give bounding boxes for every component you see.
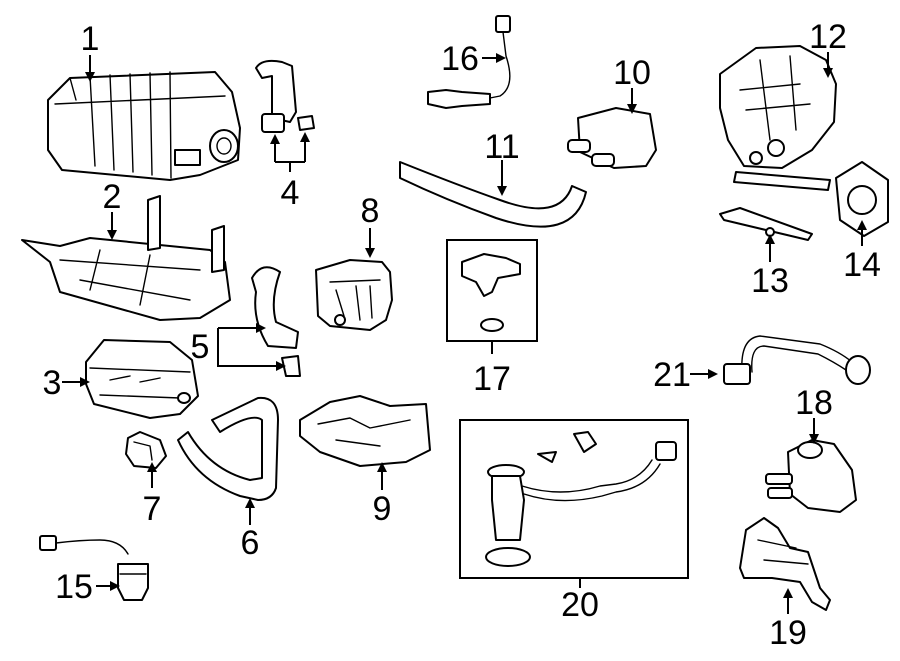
part-20-pump[interactable]	[485, 431, 677, 567]
part-17-sensor[interactable]	[461, 253, 521, 332]
callout-10: 10	[613, 54, 651, 92]
callout-4: 4	[281, 174, 300, 212]
part-6-hose[interactable]	[177, 396, 279, 501]
callout-13: 13	[751, 262, 789, 300]
callout-9: 9	[373, 490, 392, 528]
callout-11: 11	[484, 128, 519, 166]
part-3-canister-lower[interactable]	[85, 339, 199, 419]
part-9-heat-shield[interactable]	[299, 395, 431, 467]
callout-14: 14	[843, 246, 881, 284]
part-18-solenoid[interactable]	[765, 439, 857, 513]
callout-6: 6	[241, 524, 260, 562]
callout-19: 19	[769, 614, 807, 652]
callout-7: 7	[143, 490, 162, 528]
callout-21: 21	[653, 356, 691, 394]
callout-16: 16	[441, 40, 479, 78]
part-4-hose[interactable]	[255, 59, 315, 133]
callout-15: 15	[55, 568, 93, 606]
part-12-throttle[interactable]	[719, 45, 837, 191]
callout-1: 1	[81, 20, 100, 58]
part-11-hose[interactable]	[399, 161, 587, 228]
part-1-canister[interactable]	[47, 71, 241, 181]
callout-18: 18	[795, 384, 833, 422]
part-21-pipe[interactable]	[723, 335, 871, 385]
part-7-sensor[interactable]	[125, 431, 167, 469]
part-14-gasket[interactable]	[835, 161, 889, 237]
part-13-gasket[interactable]	[719, 207, 813, 241]
callout-8: 8	[361, 192, 380, 230]
part-5-hose[interactable]	[251, 266, 301, 377]
part-19-bracket[interactable]	[739, 517, 831, 611]
part-17-frame	[446, 239, 538, 342]
callout-3: 3	[43, 364, 62, 402]
part-16-o2-sensor[interactable]	[427, 15, 511, 109]
callout-2: 2	[103, 178, 122, 216]
callout-12: 12	[809, 18, 847, 56]
part-8-valve[interactable]	[315, 259, 393, 331]
callout-20: 20	[561, 586, 599, 624]
callout-17: 17	[473, 360, 511, 398]
part-20-frame	[459, 419, 689, 579]
callout-5: 5	[191, 328, 210, 366]
leader-4-bracket	[274, 134, 306, 163]
part-10-purge-valve[interactable]	[567, 107, 657, 169]
part-2-bracket[interactable]	[21, 195, 231, 321]
